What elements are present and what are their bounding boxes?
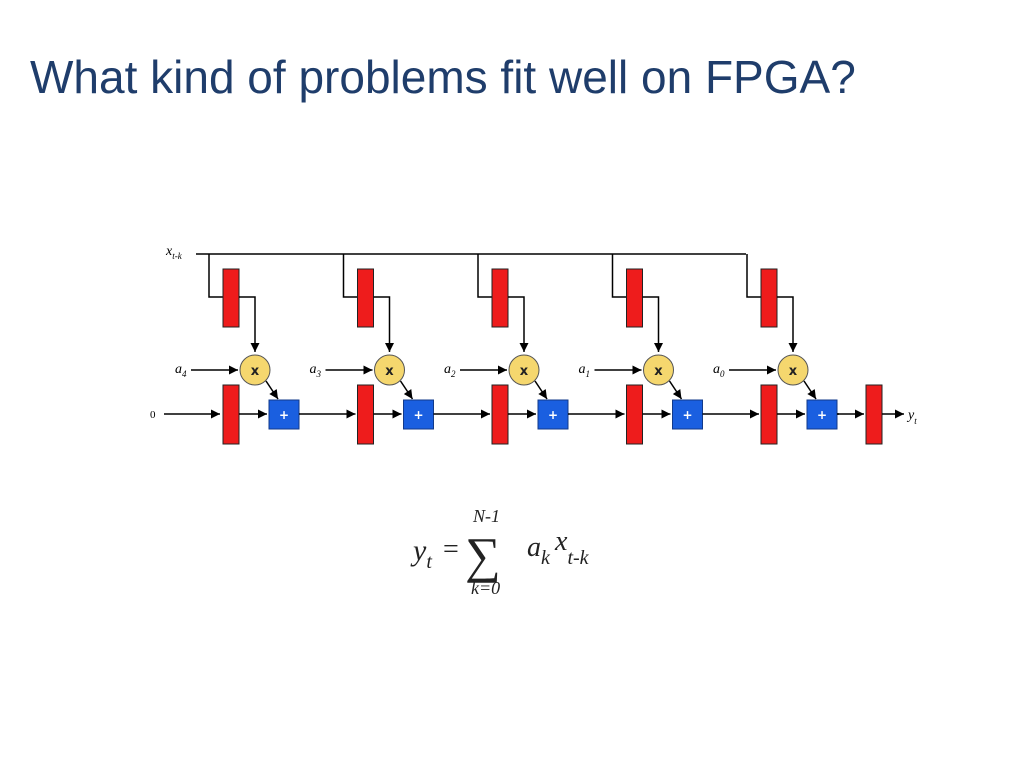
tap-to-multiplier-1 (239, 296, 260, 352)
multiplier-5 (777, 354, 809, 386)
sum-upper-limit: N-1 (472, 506, 500, 526)
slide-title: What kind of problems fit well on FPGA? (30, 51, 856, 103)
adder-4 (672, 399, 703, 430)
tap-register-1 (222, 268, 240, 328)
product-wire-3 (534, 380, 548, 400)
tap-wire-2 (342, 254, 358, 298)
tap-to-multiplier-4 (642, 296, 663, 352)
multiplier-symbol-3: x (520, 364, 529, 379)
multiplier-4 (643, 354, 674, 386)
tap-register-4 (626, 268, 643, 328)
adder-symbol-3: + (548, 408, 558, 422)
tap-wire-4 (611, 254, 627, 298)
formula-equals: = (443, 534, 459, 565)
multiplier-1 (239, 354, 271, 386)
adder-symbol-5: + (817, 408, 827, 422)
adder-2 (403, 399, 434, 430)
tap-wire-5 (746, 254, 761, 298)
adder-3 (537, 399, 569, 430)
tap-to-multiplier-3 (508, 296, 529, 352)
output-label: yt (906, 408, 917, 426)
sum-lower-limit: k=0 (471, 578, 500, 598)
product-wire-2 (399, 380, 414, 400)
coefficient-label-1: a4 (175, 362, 187, 379)
coefficient-label-2: a3 (310, 362, 322, 379)
formula-term-x: xt-k (554, 526, 590, 569)
adder-symbol-4: + (682, 408, 692, 422)
product-wire-4 (668, 380, 683, 400)
coefficient-label-4: a1 (579, 362, 591, 379)
multiplier-symbol-5: x (789, 364, 798, 379)
adder-symbol-1: + (279, 408, 289, 422)
coefficient-label-5: a0 (713, 362, 725, 379)
tap-register-5 (760, 268, 778, 328)
tap-register-2 (357, 268, 374, 328)
formula-lhs: yt (410, 534, 432, 573)
adder-symbol-2: + (413, 408, 423, 422)
input-label: xt-k (165, 244, 183, 261)
adder-5 (806, 399, 838, 430)
multiplier-2 (374, 354, 405, 386)
multiplier-symbol-1: x (251, 364, 260, 379)
zero-input-label: 0 (150, 409, 156, 421)
formula-term-a: ak (527, 532, 551, 569)
tap-to-multiplier-2 (373, 296, 394, 352)
product-wire-1 (265, 380, 279, 400)
filter-stages: a4 x + a3 x + a2 x + a1 x + a0 x + (175, 254, 839, 445)
tap-to-multiplier-5 (777, 296, 798, 352)
multiplier-3 (508, 354, 540, 386)
coefficient-label-3: a2 (444, 362, 456, 379)
tap-wire-3 (477, 254, 492, 298)
product-wire-5 (803, 380, 817, 400)
multiplier-symbol-4: x (654, 364, 663, 379)
multiplier-symbol-2: x (385, 364, 394, 379)
sum-symbol: ∑ (465, 527, 501, 583)
tap-register-3 (491, 268, 509, 328)
tap-wire-1 (208, 254, 223, 298)
